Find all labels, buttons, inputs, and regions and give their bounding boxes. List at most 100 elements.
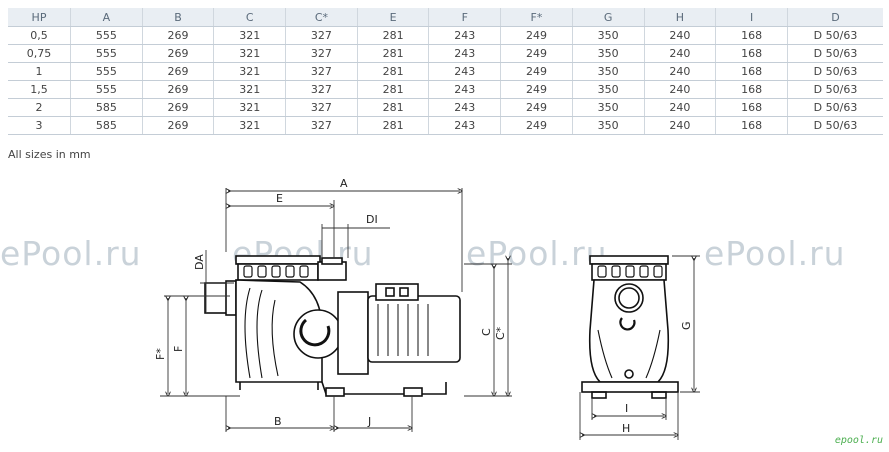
header-b: B [141, 8, 214, 27]
table-cell: 1,5 [8, 80, 71, 99]
table-cell: 269 [141, 26, 214, 45]
header-i: I [715, 8, 788, 27]
table-cell: 350 [571, 98, 644, 117]
table-cell: 269 [141, 116, 214, 135]
table-cell: 327 [285, 62, 358, 81]
table-cell: 269 [141, 98, 214, 117]
table-cell: D 50/63 [787, 26, 883, 45]
label-f-star: F* [154, 348, 167, 360]
table-cell: D 50/63 [787, 80, 883, 99]
label-h: H [622, 422, 630, 435]
header-a: A [70, 8, 143, 27]
table-cell: 243 [428, 26, 501, 45]
brand-mark: epool.ru [834, 435, 883, 446]
label-f: F [172, 346, 185, 352]
table-cell: 249 [500, 62, 573, 81]
watermark-right: ePool.ru [704, 234, 846, 273]
table-cell: 281 [356, 80, 429, 99]
table-cell: 168 [715, 116, 788, 135]
table-cell: 240 [643, 62, 716, 81]
table-cell: 243 [428, 80, 501, 99]
pump-front-view [581, 255, 679, 399]
table-cell: 168 [715, 98, 788, 117]
table-cell: 249 [500, 116, 573, 135]
table-cell: 240 [643, 26, 716, 45]
table-cell: 168 [715, 26, 788, 45]
header-d: D [787, 8, 883, 27]
label-j: J [367, 415, 371, 428]
label-b: B [274, 415, 282, 428]
header-c: C [213, 8, 286, 27]
label-c: C [480, 328, 493, 336]
table-cell: 585 [70, 98, 143, 117]
table-cell: 321 [213, 44, 286, 63]
label-di: DI [366, 213, 378, 226]
header-g: G [571, 8, 644, 27]
table-cell: 243 [428, 98, 501, 117]
table-cell: 327 [285, 98, 358, 117]
table-cell: 281 [356, 116, 429, 135]
table-cell: 240 [643, 44, 716, 63]
table-cell: 168 [715, 80, 788, 99]
table-cell: D 50/63 [787, 44, 883, 63]
table-cell: D 50/63 [787, 116, 883, 135]
table-cell: 585 [70, 116, 143, 135]
header-h: H [643, 8, 716, 27]
table-cell: 327 [285, 26, 358, 45]
units-note: All sizes in mm [8, 148, 91, 161]
label-e: E [276, 192, 283, 205]
table-cell: 249 [500, 80, 573, 99]
pump-side-view [204, 255, 461, 397]
table-cell: 350 [571, 80, 644, 99]
table-cell: 3 [8, 116, 71, 135]
table-cell: 350 [571, 44, 644, 63]
table-cell: 281 [356, 26, 429, 45]
table-cell: 249 [500, 26, 573, 45]
table-cell: 240 [643, 98, 716, 117]
table-cell: 1 [8, 62, 71, 81]
watermark-center-right: ePool.ru [466, 234, 608, 273]
table-cell: 321 [213, 62, 286, 81]
table-cell: 281 [356, 62, 429, 81]
label-i: I [625, 402, 628, 415]
table-cell: 555 [70, 80, 143, 99]
table-cell: 168 [715, 44, 788, 63]
table-cell: 243 [428, 62, 501, 81]
table-cell: 281 [356, 44, 429, 63]
table-cell: 321 [213, 116, 286, 135]
table-cell: 321 [213, 26, 286, 45]
table-cell: 249 [500, 98, 573, 117]
table-cell: 327 [285, 80, 358, 99]
table-cell: 249 [500, 44, 573, 63]
table-cell: 168 [715, 62, 788, 81]
label-a: A [340, 177, 348, 190]
table-cell: 243 [428, 116, 501, 135]
table-cell: 240 [643, 116, 716, 135]
header-f-star: F* [500, 8, 573, 27]
header-f: F [428, 8, 501, 27]
table-cell: 321 [213, 98, 286, 117]
table-header-row: HP A B C C* E F F* G H I D [8, 8, 883, 27]
header-hp: HP [8, 8, 71, 27]
table-cell: 350 [571, 116, 644, 135]
dimension-lines [160, 188, 700, 440]
table-cell: 555 [70, 26, 143, 45]
table-cell: 350 [571, 26, 644, 45]
table-cell: 2 [8, 98, 71, 117]
table-cell: 269 [141, 62, 214, 81]
table-cell: 327 [285, 116, 358, 135]
label-c-star: C* [494, 326, 507, 340]
table-cell: 321 [213, 80, 286, 99]
header-c-star: C* [285, 8, 358, 27]
table-cell: 240 [643, 80, 716, 99]
table-cell: 555 [70, 62, 143, 81]
table-cell: 350 [571, 62, 644, 81]
